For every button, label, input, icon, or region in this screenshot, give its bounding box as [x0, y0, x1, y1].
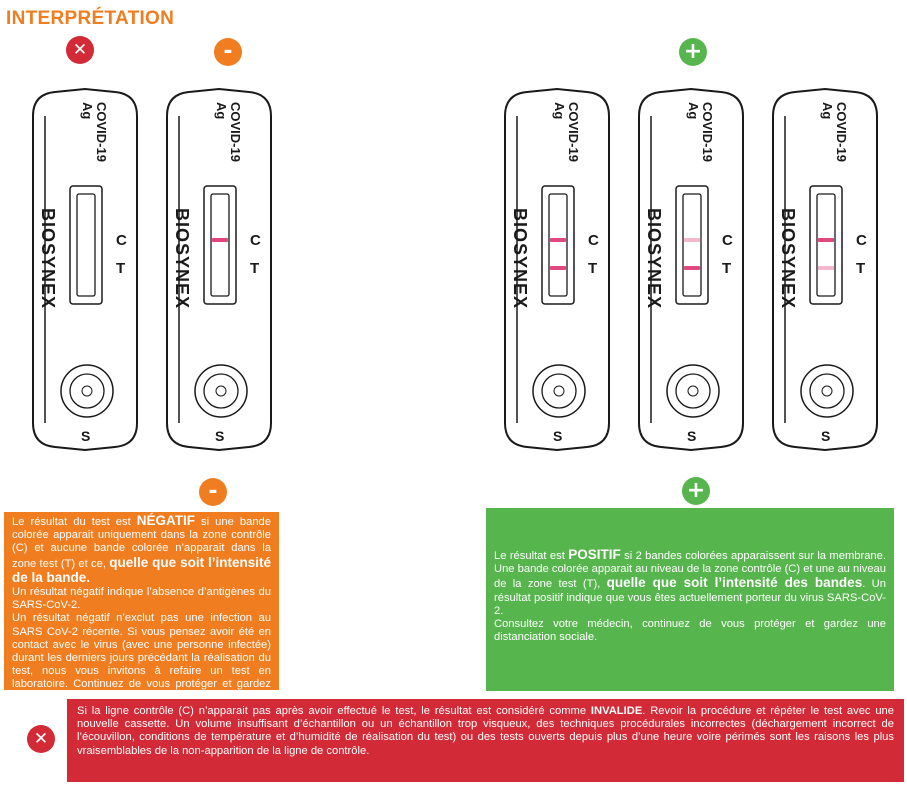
brand-logo: BIOSYNEX	[510, 208, 530, 310]
negative-text: Le résultat du test est	[12, 516, 137, 528]
positive-text: si 2 bandes colorées apparaissent sur la…	[494, 550, 886, 591]
control-zone-label: C	[722, 232, 733, 249]
test-zone-label: T	[856, 260, 866, 277]
cassette-line1: COVID-19	[834, 102, 849, 162]
invalid-result-box: Si la ligne contrôle (C) n’apparait pas …	[67, 699, 904, 782]
positive-icon: +	[679, 38, 707, 66]
positive-text: Le résultat est	[494, 550, 569, 562]
cassette-line2: Ag	[820, 102, 835, 120]
cassette-line2: Ag	[214, 102, 229, 120]
control-zone-label: C	[588, 232, 599, 249]
cassette-line2: Ag	[552, 102, 567, 120]
invalid-icon: ✕	[27, 725, 55, 753]
test-band	[684, 266, 700, 270]
test-band	[818, 266, 834, 270]
test-band	[550, 266, 566, 270]
control-zone-label: C	[116, 232, 127, 249]
invalid-text: Si la ligne contrôle (C) n’apparait pas …	[77, 705, 591, 717]
negative-emphasis: quelle que soit l’intensité de la bande.	[12, 554, 271, 585]
control-band	[550, 238, 566, 242]
sample-well-label: S	[81, 428, 91, 444]
page-title: INTERPRÉTATION	[6, 8, 175, 29]
negative-text: Un résultat négatif n’exclut pas une inf…	[12, 612, 271, 704]
negative-keyword: NÉGATIF	[136, 513, 196, 528]
cassette-line1: COVID-19	[94, 102, 109, 162]
brand-logo: BIOSYNEX	[778, 208, 798, 310]
positive-text: Consultez votre médecin, continuez de vo…	[494, 618, 886, 644]
test-zone-label: T	[722, 260, 732, 277]
positive-text: . Un résultat positif indique que vous ê…	[494, 578, 886, 617]
negative-text: Un résultat négatif indique l’absence d’…	[12, 586, 271, 612]
sample-well-label: S	[553, 428, 563, 444]
invalid-icon: ✕	[66, 36, 94, 64]
test-zone-label: T	[116, 260, 126, 277]
brand-logo: BIOSYNEX	[172, 208, 192, 310]
cassette-line2: Ag	[686, 102, 701, 120]
cassette-line2: Ag	[80, 102, 95, 120]
brand-logo: BIOSYNEX	[644, 208, 664, 310]
control-band	[684, 238, 700, 242]
cassette-line1: COVID-19	[566, 102, 581, 162]
test-zone-label: T	[250, 260, 260, 277]
test-zone-label: T	[588, 260, 598, 277]
sample-well-label: S	[687, 428, 697, 444]
sample-well-label: S	[215, 428, 225, 444]
control-zone-label: C	[856, 232, 867, 249]
control-band	[212, 238, 228, 242]
negative-icon: -	[214, 38, 242, 66]
invalid-keyword: INVALIDE	[590, 705, 643, 717]
negative-icon: -	[199, 478, 227, 506]
positive-icon: +	[682, 477, 710, 505]
positive-emphasis: quelle que soit l’intensité des bandes	[606, 575, 863, 591]
negative-text: si une bande colorée apparait uniquement…	[12, 516, 272, 570]
invalid-text: . Revoir la procédure et répéter le test…	[77, 705, 894, 757]
positive-result-box: Le résultat est POSITIF si 2 bandes colo…	[486, 508, 894, 691]
negative-result-box: Le résultat du test est NÉGATIF si une b…	[4, 512, 279, 704]
sample-well-label: S	[821, 428, 831, 444]
control-zone-label: C	[250, 232, 261, 249]
cassette-line1: COVID-19	[228, 102, 243, 162]
control-band	[818, 238, 834, 242]
positive-keyword: POSITIF	[568, 547, 621, 562]
cassette-line1: COVID-19	[700, 102, 715, 162]
brand-logo: BIOSYNEX	[38, 208, 58, 310]
